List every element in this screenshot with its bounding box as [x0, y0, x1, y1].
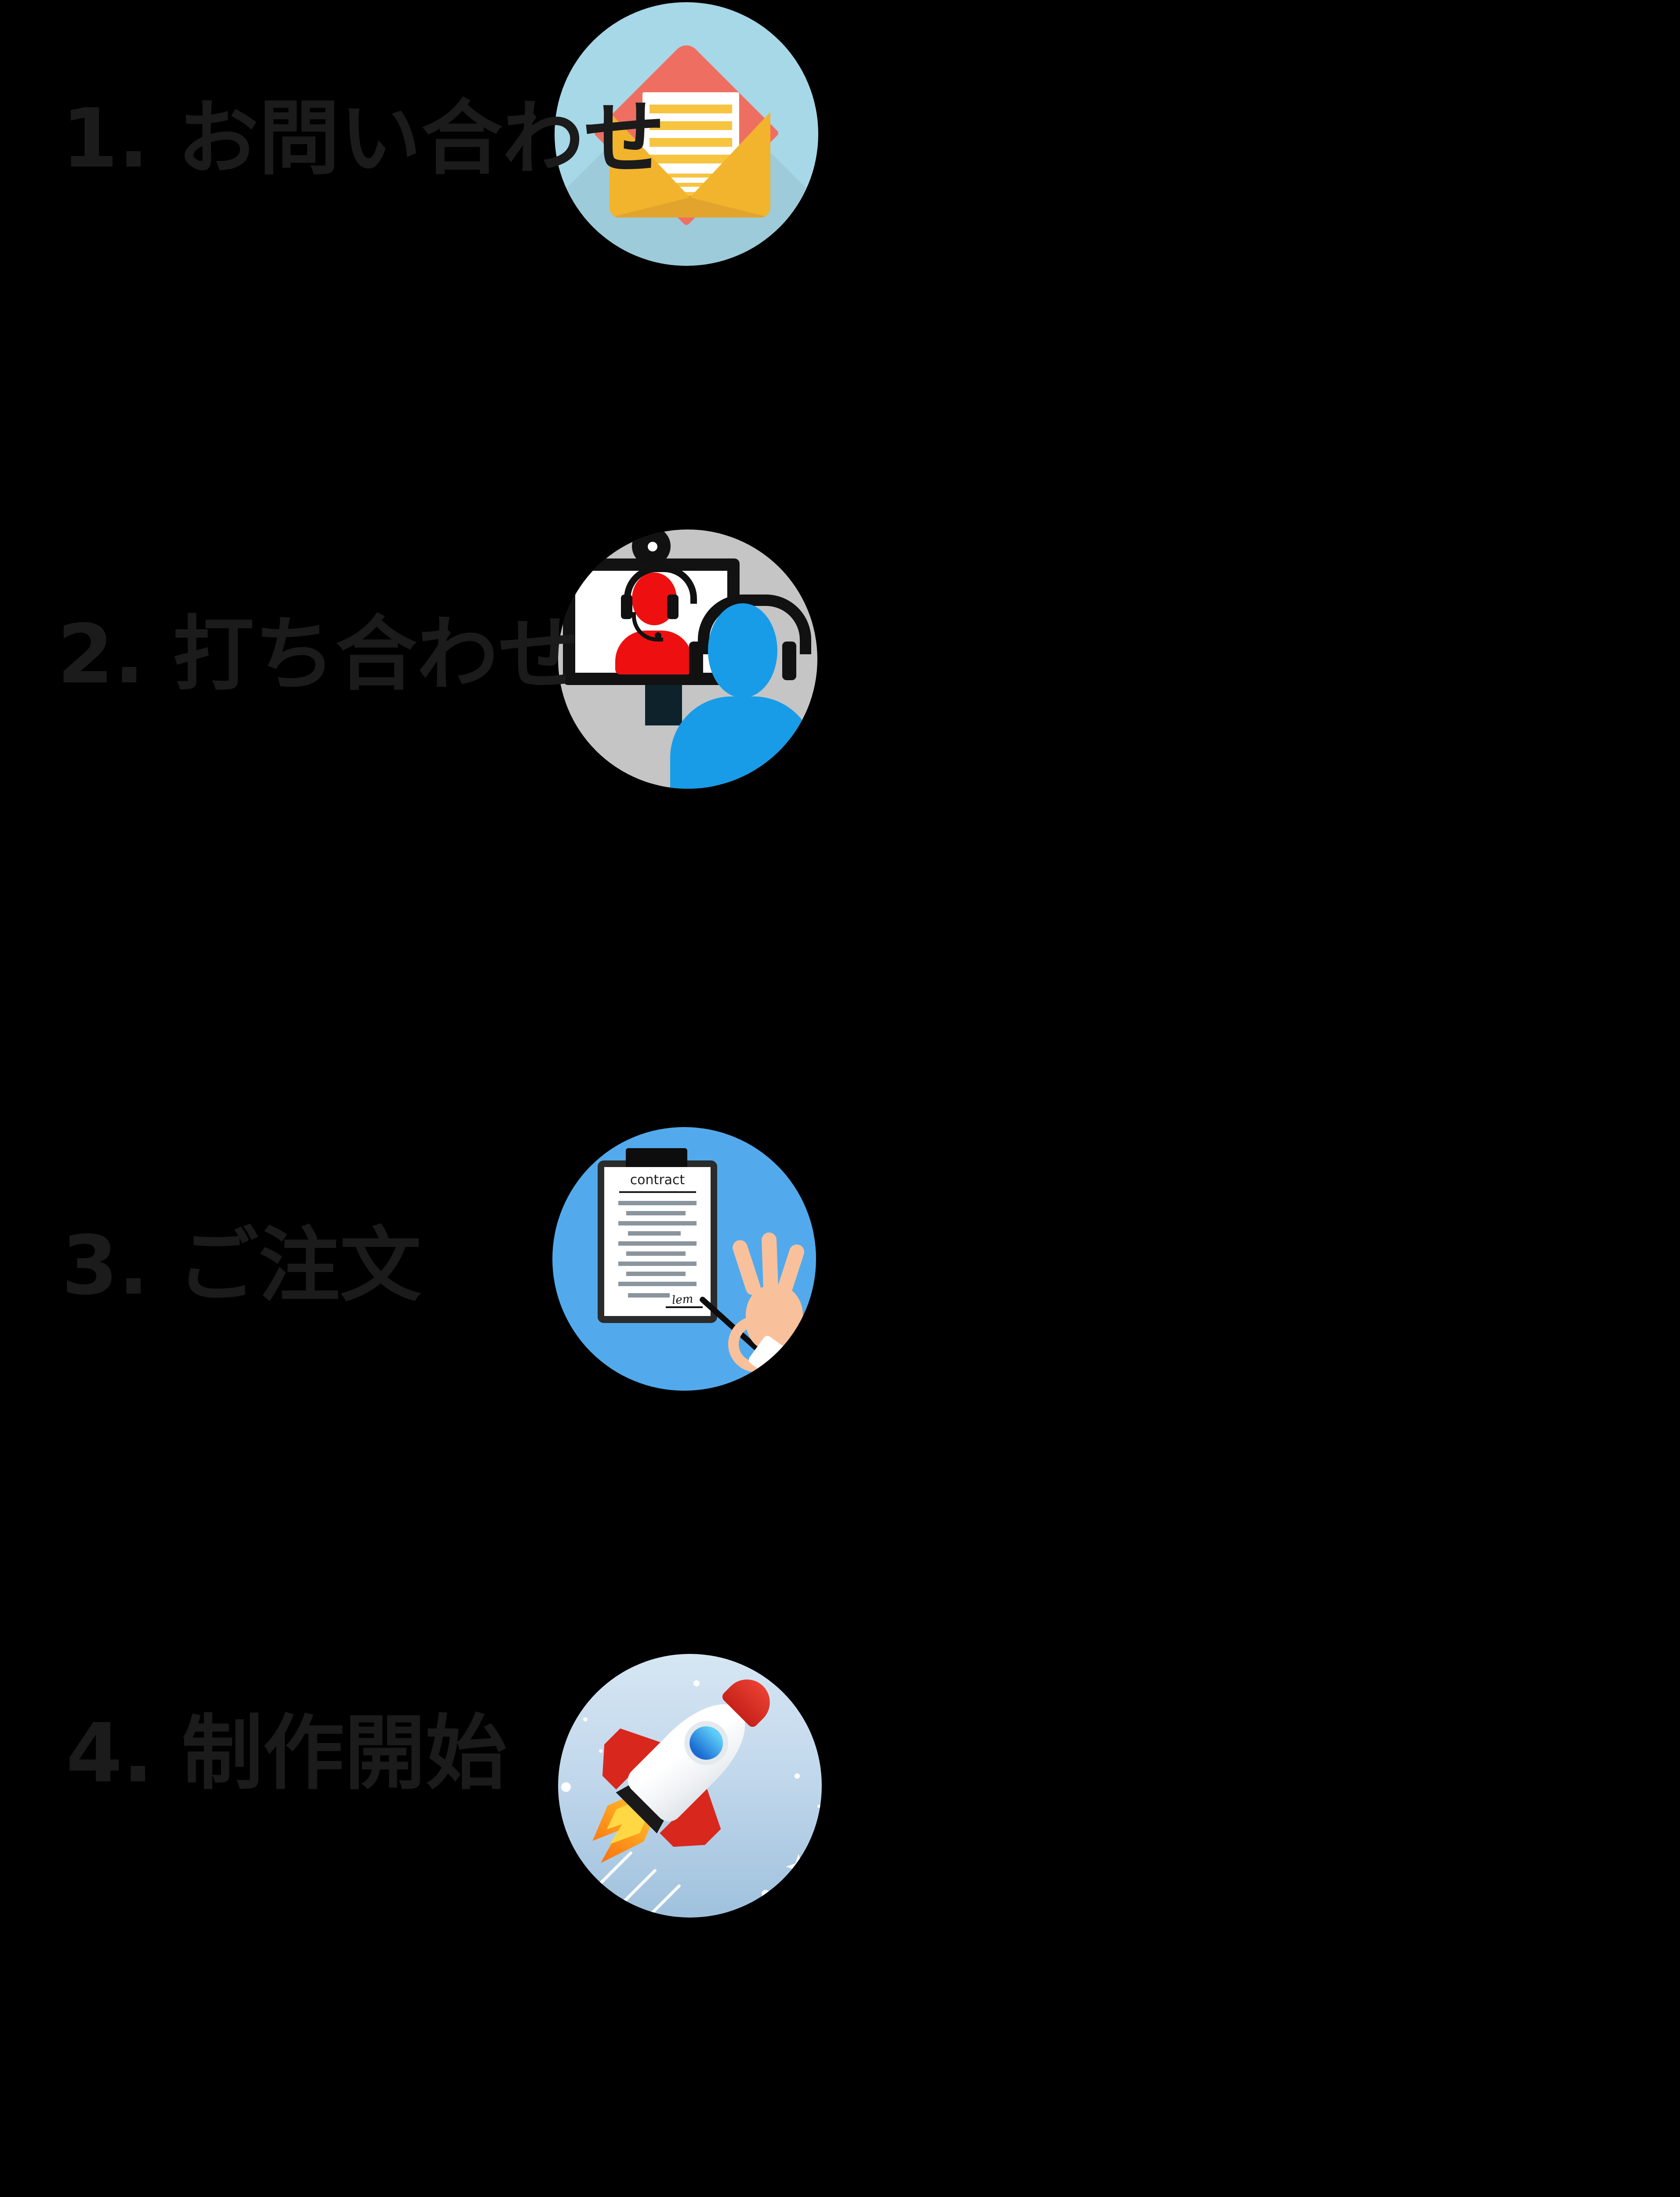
star-dot: [795, 1773, 800, 1779]
caller-mic: [655, 632, 661, 639]
receiver-headphones-earcup: [782, 642, 796, 680]
star-dot: [583, 1717, 588, 1722]
video-meeting-icon: [558, 529, 817, 789]
paper-line: [618, 1201, 697, 1205]
paper-line: [618, 1282, 697, 1286]
letter-line: [650, 174, 732, 178]
receiver-head: [708, 603, 777, 698]
signature-line: [666, 1306, 703, 1308]
receiver-headphones-earcup: [689, 642, 703, 680]
monitor-stand: [645, 685, 682, 725]
clipboard-clip: [626, 1148, 687, 1169]
paper-line: [628, 1231, 681, 1236]
signature: lem: [671, 1292, 694, 1307]
email-icon: [555, 2, 818, 266]
step-2-label: 2. 打ち合わせ: [57, 607, 580, 702]
step-4-label: 4. 制作開始: [66, 1706, 507, 1801]
step-1-label: 1. お問い合わせ: [62, 91, 665, 186]
star-dot: [693, 1680, 700, 1686]
paper-line: [618, 1241, 697, 1246]
receiver-body: [670, 696, 815, 789]
caller-mic-boom: [632, 612, 663, 642]
rocket: [558, 1654, 810, 1906]
letter-line: [650, 192, 732, 196]
paper-line: [618, 1262, 697, 1266]
paper-line: [626, 1272, 686, 1276]
letter-line: [650, 155, 732, 163]
star-dot: [817, 1805, 821, 1808]
contract-title-underline: [619, 1191, 696, 1193]
contract-title: contract: [630, 1172, 685, 1188]
paper-line: [626, 1251, 686, 1256]
paper-line: [626, 1211, 686, 1215]
star-dot: [762, 1890, 769, 1898]
star-dot: [599, 1749, 602, 1753]
rocket-launch-icon: [558, 1654, 822, 1918]
step-3-label: 3. ご注文: [62, 1218, 421, 1313]
letter-line: [650, 183, 732, 187]
letter-line: [650, 121, 732, 130]
webcam-lens: [648, 542, 657, 551]
star-dot: [561, 1782, 571, 1792]
letter-line: [650, 105, 732, 113]
caller-headset-earcup: [621, 595, 632, 619]
star-icon: [786, 1854, 811, 1879]
letter-sheet: [642, 92, 739, 196]
paper-line: [628, 1293, 670, 1298]
paper-line: [618, 1221, 697, 1225]
finger: [730, 1238, 763, 1298]
letter-line: [650, 138, 732, 147]
caller-headset-earcup: [667, 595, 679, 619]
contract-signing-icon: contract lem: [552, 1127, 816, 1391]
